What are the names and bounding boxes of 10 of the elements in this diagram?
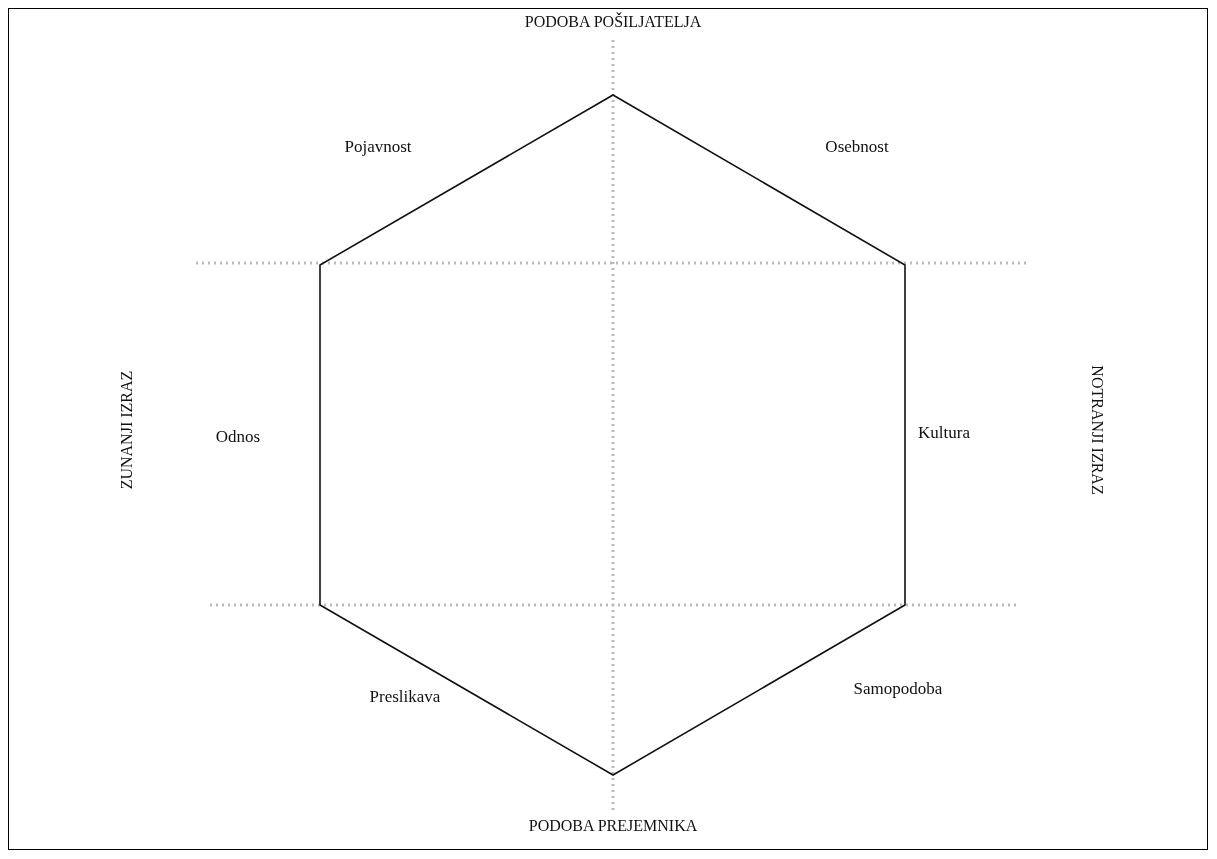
facet-label: Kultura xyxy=(918,422,970,444)
axis-label: PODOBA POŠILJATELJA xyxy=(524,12,702,32)
facet-label: Osebnost xyxy=(825,136,889,158)
facet-label: Pojavnost xyxy=(344,136,412,158)
axis-label: NOTRANJI IZRAZ xyxy=(1087,365,1107,495)
facet-label: Odnos xyxy=(215,426,261,448)
facet-label: Preslikava xyxy=(369,686,441,708)
facet-label: Samopodoba xyxy=(853,678,943,700)
axis-label: ZUNANJI IZRAZ xyxy=(117,370,137,490)
axis-label: PODOBA PREJEMNIKA xyxy=(528,816,698,836)
